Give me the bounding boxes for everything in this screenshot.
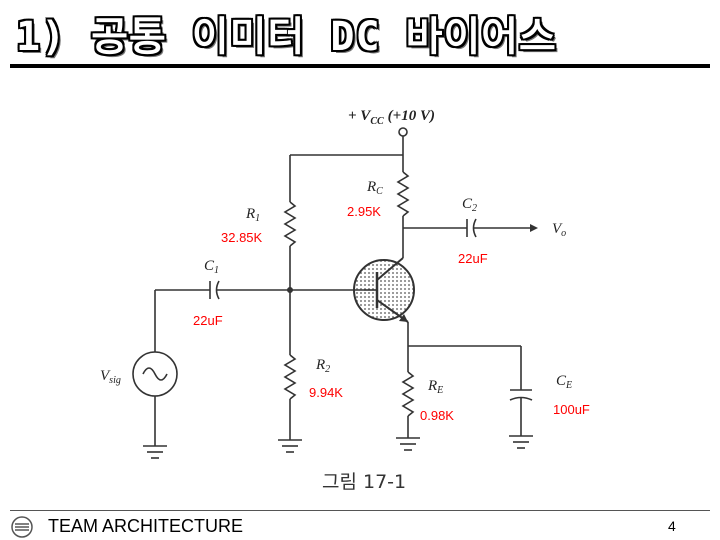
footer-text: TEAM ARCHITECTURE <box>48 516 244 536</box>
vcc-label: + VCC(+10 V) <box>348 108 435 127</box>
rc-value: 2.95K <box>347 204 381 219</box>
sine-wave-icon <box>142 367 168 381</box>
vcc-terminal <box>398 127 408 137</box>
figure-caption: 그림 17-1 <box>322 471 406 493</box>
c1-label: C1 <box>204 258 219 276</box>
title-underline <box>10 64 710 68</box>
r1-resistor <box>283 201 297 247</box>
r2-label: R2 <box>315 357 330 375</box>
emitter-arrow <box>399 314 408 322</box>
r2-value: 9.94K <box>309 385 343 400</box>
slide-title: 1) 공통 이미터 DC 바이어스 <box>16 14 557 60</box>
base-node <box>286 286 293 293</box>
page-number: 4 <box>668 518 676 534</box>
c1-value: 22uF <box>193 313 223 328</box>
r2-resistor <box>283 354 297 400</box>
r1-value: 32.85K <box>221 230 263 245</box>
re-value: 0.98K <box>420 408 454 423</box>
ce-label: CE <box>556 373 572 391</box>
rc-resistor <box>396 171 410 217</box>
r1-label: R1 <box>245 206 260 224</box>
c2-label: C2 <box>462 196 477 214</box>
vsig-label: Vsig <box>100 368 121 386</box>
ce-plate-curved <box>509 396 533 401</box>
transistor-collector <box>376 257 404 281</box>
rc-label: RC <box>366 179 383 197</box>
re-label: RE <box>427 378 443 396</box>
transistor-body <box>353 259 415 321</box>
footer-rule <box>10 510 710 511</box>
re-resistor <box>401 371 415 417</box>
c2-value: 22uF <box>458 251 488 266</box>
team-logo-icon <box>11 516 33 538</box>
ce-value: 100uF <box>553 402 590 417</box>
vo-arrow <box>530 224 538 232</box>
vo-label: Vo <box>552 221 566 239</box>
